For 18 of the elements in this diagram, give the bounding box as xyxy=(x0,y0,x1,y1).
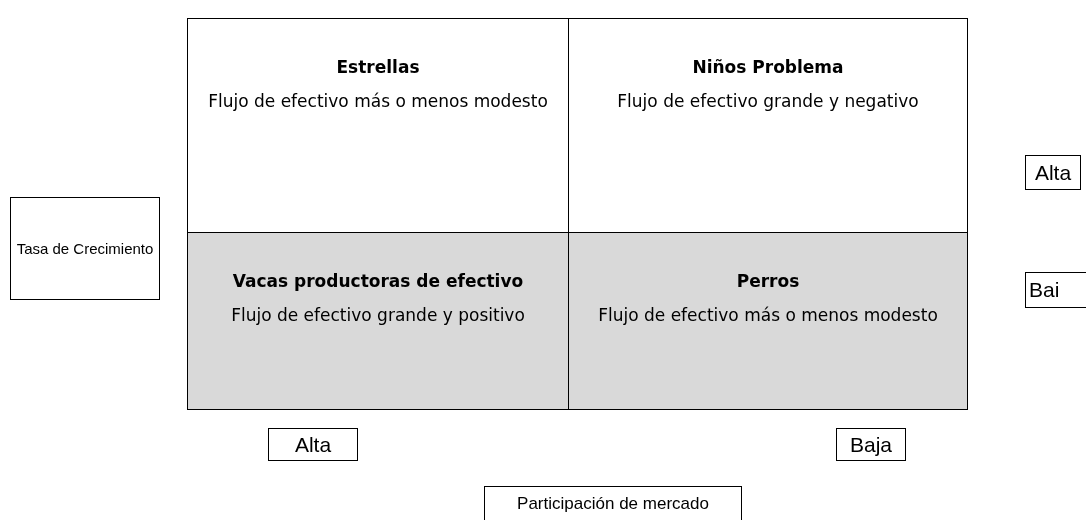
axis-label: Baja xyxy=(836,428,906,461)
quadrant-title: Vacas productoras de efectivo xyxy=(231,271,525,291)
matrix-quadrant xyxy=(187,18,569,233)
quadrant-title: Niños Problema xyxy=(691,57,845,77)
axis-label: Bai xyxy=(1025,272,1086,308)
quadrant-description: Flujo de efectivo grande y positivo xyxy=(230,304,526,327)
axis-label: Alta xyxy=(1025,155,1081,190)
matrix-quadrant xyxy=(187,232,569,410)
axis-label: Tasa de Crecimiento xyxy=(10,197,160,300)
quadrant-title: Perros xyxy=(735,271,801,291)
matrix-quadrant xyxy=(568,18,968,233)
quadrant-description: Flujo de efectivo más o menos modesto xyxy=(207,90,549,113)
quadrant-title: Estrellas xyxy=(335,57,421,77)
quadrant-description: Flujo de efectivo grande y negativo xyxy=(616,90,920,113)
quadrant-description: Flujo de efectivo más o menos modesto xyxy=(597,304,939,327)
axis-label: Alta xyxy=(268,428,358,461)
matrix-quadrant xyxy=(568,232,968,410)
axis-label: Participación de mercado xyxy=(484,486,742,520)
